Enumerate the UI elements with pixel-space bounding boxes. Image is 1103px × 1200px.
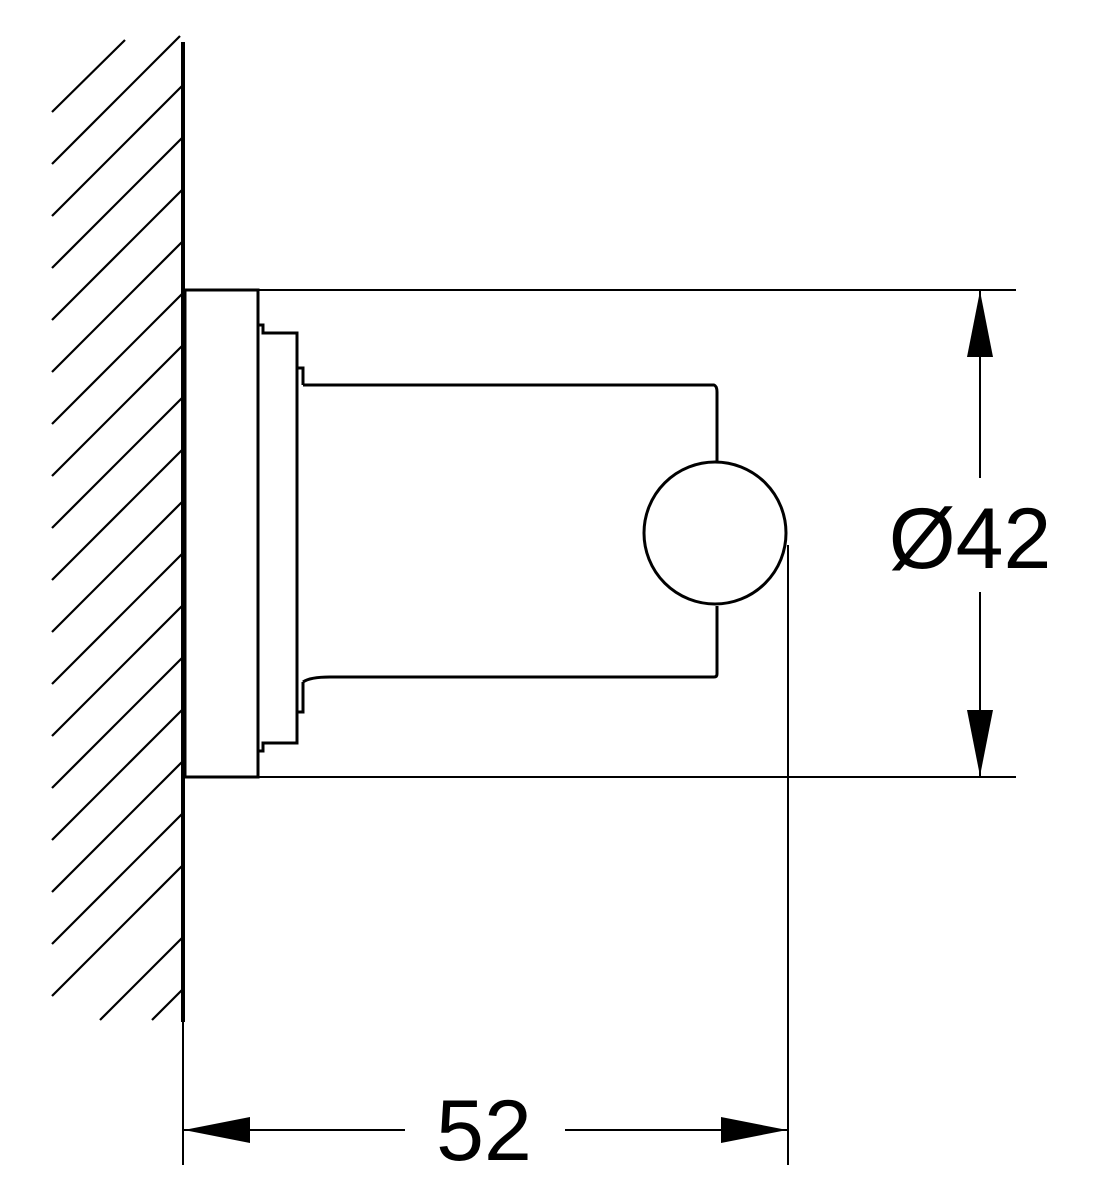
arrow-right-icon [721, 1117, 787, 1143]
depth-dimension: 52 [183, 1083, 788, 1179]
hook-outline [183, 288, 788, 779]
neck-ring [295, 333, 305, 743]
arrow-down-icon [967, 710, 993, 776]
arrow-up-icon [967, 291, 993, 357]
hook-arm [302, 383, 719, 684]
depth-label: 52 [436, 1083, 532, 1179]
hook-knob [642, 460, 788, 606]
diameter-label: Ø42 [889, 491, 1052, 587]
diameter-dimension: Ø42 [889, 290, 1052, 777]
step-collar [258, 323, 299, 753]
wall-hatching [51, 35, 183, 1021]
base-plate [183, 288, 260, 779]
arrow-left-icon [184, 1117, 250, 1143]
extension-lines [182, 289, 1016, 1165]
